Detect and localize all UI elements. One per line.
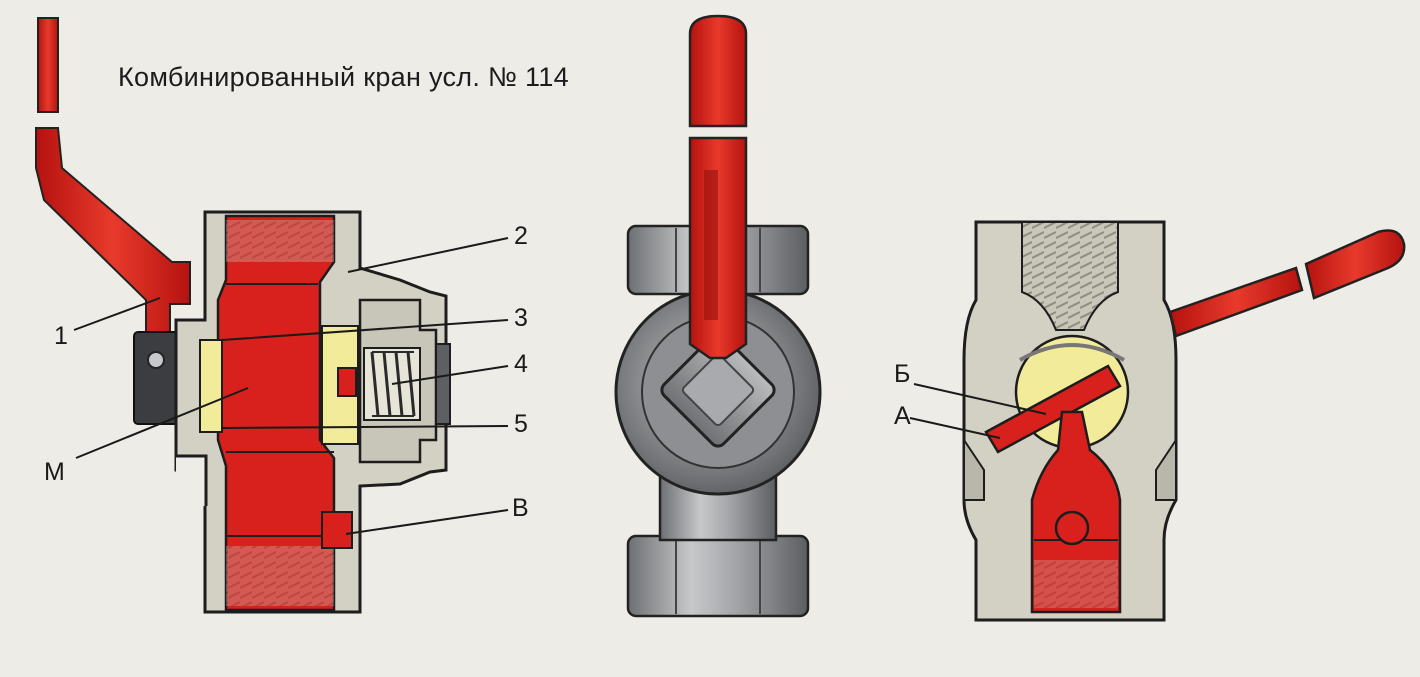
label-b: Б [894, 360, 911, 388]
label-2: 2 [514, 222, 528, 250]
label-a: А [894, 402, 911, 430]
middle-external-view [614, 14, 822, 618]
pin [1054, 510, 1090, 546]
label-5: 5 [514, 410, 528, 438]
bore-a [984, 364, 1122, 454]
bottom-nut [626, 534, 810, 618]
plug-left [199, 339, 223, 433]
handle-lever-left [30, 17, 191, 343]
handle-lever-middle [688, 14, 748, 360]
handle-lever-right [1168, 229, 1406, 338]
channel-v [321, 511, 353, 549]
square-stem-head [660, 332, 776, 448]
diagram-title: Комбинированный кран усл. № 114 [118, 62, 569, 92]
left-section-view [30, 17, 509, 614]
label-m: М [44, 458, 65, 486]
label-3: 3 [514, 304, 528, 332]
stem-end [337, 367, 357, 397]
handle-clamp [133, 331, 181, 425]
label-v: В [512, 494, 529, 522]
label-4: 4 [514, 350, 528, 378]
spring [363, 347, 421, 421]
label-1: 1 [54, 322, 68, 350]
right-section-view [909, 220, 1406, 622]
